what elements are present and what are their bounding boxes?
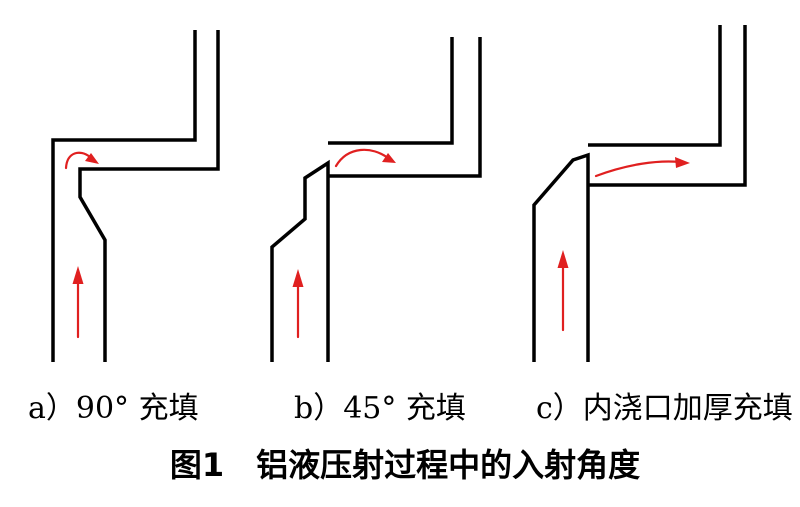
panel-a-turn-arrow [64, 151, 92, 170]
panel-b-45-degree-fill: b）45° 充填 [270, 37, 482, 426]
figure-caption: 图1 铝液压射过程中的入射角度 [170, 446, 640, 484]
panel-c-flow-arrows [557, 157, 690, 332]
panel-c-horizontal-arrow-head [675, 157, 690, 168]
panel-a-channel-walls [51, 30, 220, 362]
panel-b-turn-arrow-head [382, 153, 396, 163]
panel-b-channel-walls [270, 37, 482, 362]
panel-c-inner-wall [588, 25, 747, 187]
panel-c-horizontal-arrow [594, 160, 682, 178]
panel-b-caption: b）45° 充填 [294, 391, 466, 426]
panel-b-inner-wall [328, 37, 482, 178]
panel-a-caption: a）90° 充填 [28, 391, 199, 426]
panel-c-upward-arrow-head [557, 250, 569, 268]
panel-a-turn-arrow-head [85, 153, 99, 164]
panel-b-flow-arrows [292, 148, 396, 339]
panel-b-turn-arrow [334, 148, 390, 168]
panel-b-upward-arrow-head [292, 269, 304, 287]
panel-b-upper-wall [328, 37, 454, 145]
panel-a-90-degree-fill: a）90° 充填 [28, 30, 220, 426]
panel-c-upper-wall [588, 25, 722, 147]
panel-a-inner-wall [78, 30, 220, 362]
panel-a-outer-wall [51, 30, 197, 362]
panel-c-caption: c）内浇口加厚充填 [536, 391, 793, 426]
panel-c-channel-walls [532, 25, 747, 362]
panel-b-outer-wall [270, 159, 330, 362]
panel-c-outer-wall [532, 152, 590, 362]
panel-a-flow-arrows [64, 151, 99, 339]
panel-c-thickened-gate-fill: c）内浇口加厚充填 [532, 25, 793, 426]
panel-a-upward-arrow-head [72, 266, 84, 284]
